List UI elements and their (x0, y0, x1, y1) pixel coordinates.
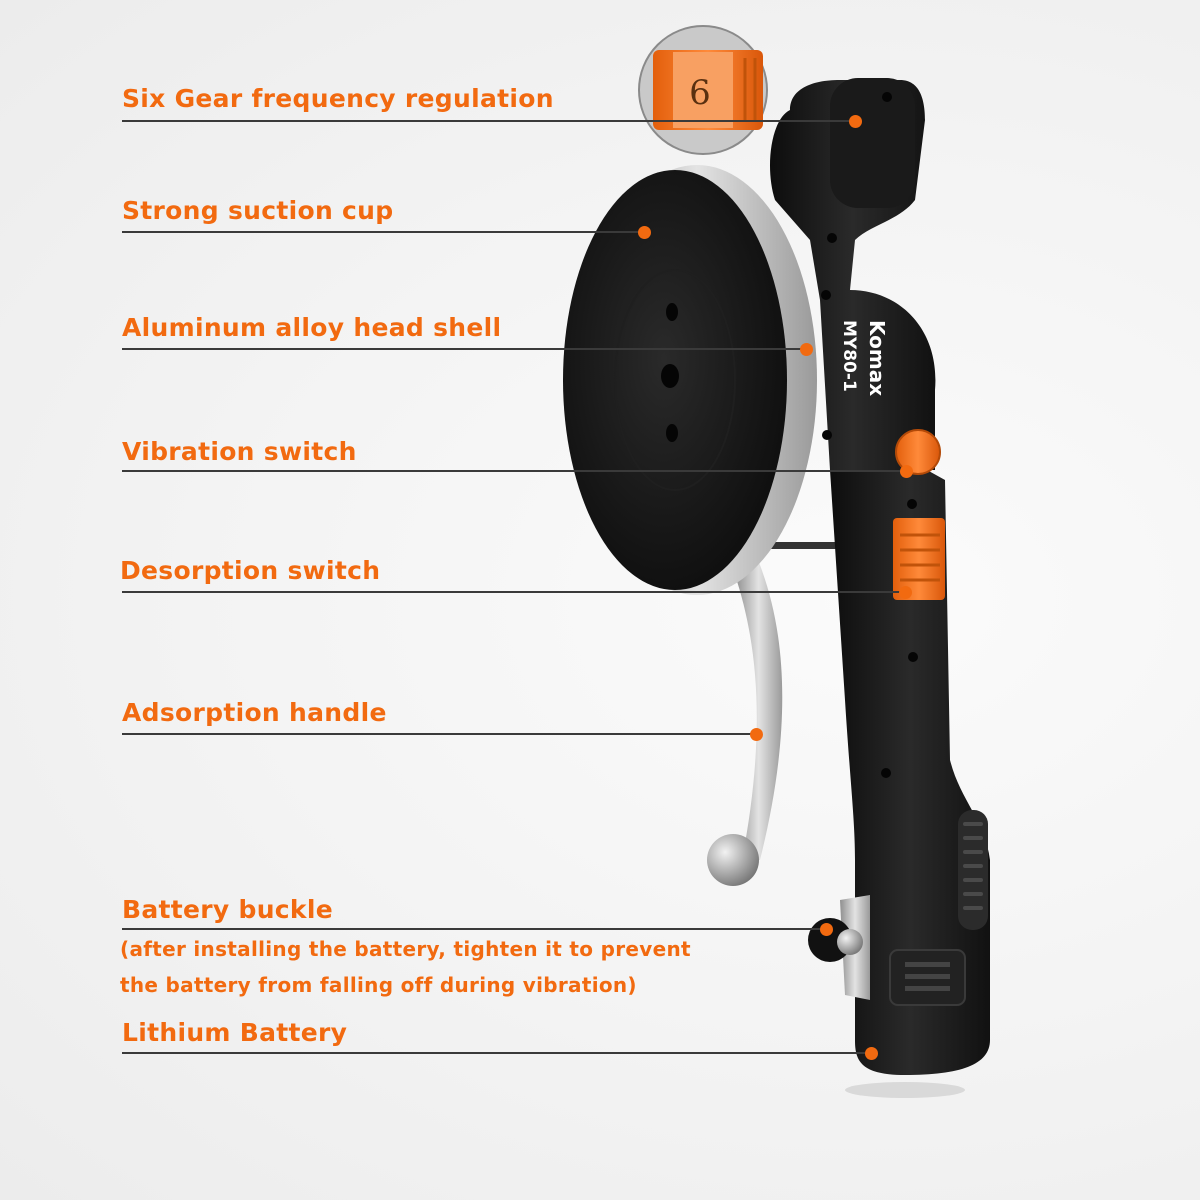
leader-adsorption-handle (122, 733, 756, 735)
label-head-shell: Aluminum alloy head shell (122, 313, 502, 342)
marker-six-gear (849, 115, 862, 128)
marker-battery-buckle (820, 923, 833, 936)
label-suction-cup: Strong suction cup (122, 196, 394, 225)
marker-adsorption-handle (750, 728, 763, 741)
label-adsorption-handle: Adsorption handle (122, 698, 387, 727)
leader-vibration-switch (122, 470, 905, 472)
marker-vibration-switch (900, 465, 913, 478)
gear-dial-ridges (743, 58, 757, 122)
grip-ribs (958, 810, 988, 930)
label-six-gear: Six Gear frequency regulation (122, 84, 554, 113)
grip-rib-lines (963, 822, 983, 910)
battery-buckle-note-line1: (after installing the battery, tighten i… (120, 937, 691, 961)
marker-suction-cup (638, 226, 651, 239)
gear-knob-housing (830, 78, 915, 208)
vibration-switch-button (896, 430, 940, 474)
label-vibration-switch: Vibration switch (122, 437, 357, 466)
suction-cup-holes (661, 303, 679, 442)
leader-six-gear (122, 120, 862, 122)
label-desorption-switch: Desorption switch (120, 556, 381, 585)
leader-head-shell (122, 348, 805, 350)
battery-buckle-note-line2: the battery from falling off during vibr… (120, 973, 637, 997)
brand-plate: Komax MY80-1 (839, 320, 889, 396)
leader-desorption-switch (122, 591, 904, 593)
marker-lithium-battery (865, 1047, 878, 1060)
marker-head-shell (800, 343, 813, 356)
screw-holes (821, 92, 918, 778)
gear-value: 6 (689, 73, 711, 113)
brand-text: Komax (865, 320, 889, 396)
leader-suction-cup (122, 231, 644, 233)
marker-desorption-switch (899, 586, 912, 599)
desorption-switch-ridges (900, 533, 940, 582)
handle-ball (707, 834, 759, 886)
model-text: MY80-1 (839, 320, 859, 392)
label-battery-buckle: Battery buckle (122, 895, 333, 924)
leader-battery-buckle (122, 928, 825, 930)
floor-shadow (845, 1082, 965, 1098)
leader-lithium-battery (122, 1052, 870, 1054)
label-lithium-battery: Lithium Battery (122, 1018, 348, 1047)
battery-buckle-cap (837, 929, 863, 955)
linkage-rod (755, 542, 860, 549)
adsorption-handle-lever (735, 560, 783, 860)
